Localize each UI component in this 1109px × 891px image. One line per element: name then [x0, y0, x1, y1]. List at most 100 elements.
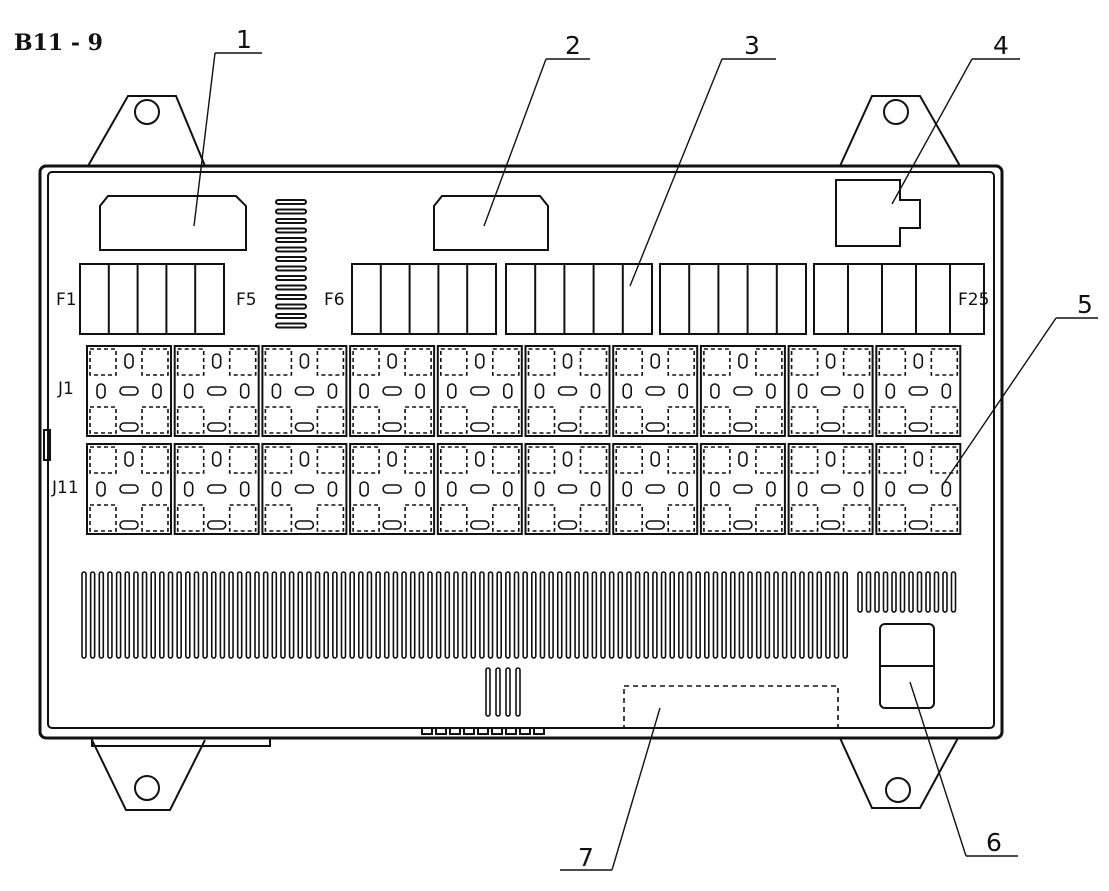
relay-pocket: [703, 406, 731, 434]
relay-pin-slot: [645, 520, 666, 530]
relay-pocket: [89, 406, 117, 434]
relay-pin-slot: [382, 520, 402, 530]
mount-lug-bottom-left: [91, 739, 206, 811]
relay-pocket: [790, 406, 819, 434]
relay-pocket: [878, 504, 907, 532]
relay-pin-slot: [211, 353, 222, 369]
relay-pin-slot: [733, 520, 753, 530]
relay-pin-slot: [294, 386, 315, 396]
fuse-label-f25: F25: [958, 290, 989, 310]
relay-pin-slot: [96, 383, 106, 399]
bottom-pin: [533, 727, 545, 735]
vent-slot: [600, 571, 606, 659]
relay-pocket: [842, 406, 871, 434]
fuse-block: [659, 263, 807, 335]
relay-pin-slot: [206, 422, 227, 432]
relay-pocket: [667, 446, 696, 474]
terminal-strip-slot: [275, 294, 307, 300]
vent-slot: [141, 571, 148, 659]
fuse-block: [351, 263, 497, 335]
terminal-strip-slot: [275, 199, 307, 205]
relay-pin-slot: [710, 481, 720, 497]
relay-pin-slot: [820, 386, 841, 396]
relay-pin-slot: [415, 481, 425, 497]
relay-pin-slot: [913, 353, 924, 369]
relay-pin-slot: [913, 451, 924, 467]
vent-slot-bottom: [515, 667, 521, 717]
terminal-strip-slot: [275, 313, 307, 319]
vent-slot: [703, 571, 710, 659]
vent-slot: [470, 571, 477, 659]
relay-pin-slot: [206, 520, 227, 530]
vent-slot: [124, 571, 131, 659]
mount-hole-top-right: [883, 99, 909, 125]
relay-pocket: [264, 406, 293, 434]
vent-slot: [185, 571, 191, 659]
vent-slot: [366, 571, 373, 659]
relay-pin-slot: [908, 484, 929, 494]
leader-line-3: [629, 58, 776, 287]
vent-slot: [634, 571, 641, 659]
fuse-block: [813, 263, 985, 335]
relay-pocket: [755, 406, 783, 434]
vent-slot: [453, 571, 459, 659]
relay-pin-slot: [590, 481, 601, 497]
relay-pin-slot: [557, 386, 578, 396]
relay-pin-slot: [124, 353, 134, 369]
relay-socket: [524, 443, 611, 535]
mount-hole-bottom-left: [134, 775, 160, 801]
vent-slot: [262, 571, 269, 659]
vent-slot: [401, 571, 407, 659]
relay-pin-slot: [733, 484, 753, 494]
relay-pocket: [316, 406, 345, 434]
terminal-strip-slot: [275, 322, 307, 329]
relay-pin-slot: [766, 481, 776, 497]
relay-pin-slot: [469, 422, 490, 432]
relay-pin-slot: [206, 386, 227, 396]
vent-slot: [375, 571, 381, 659]
relay-pocket: [667, 348, 696, 376]
relay-pocket: [491, 348, 520, 376]
relay-pin-slot: [119, 422, 139, 432]
relay-pocket: [264, 504, 293, 532]
vent-slot: [479, 571, 485, 659]
relay-pocket: [439, 504, 468, 532]
relay-pin-slot: [557, 484, 578, 494]
vent-slot-short: [916, 571, 923, 613]
relay-pocket: [527, 406, 556, 434]
relay-pin-slot: [387, 353, 397, 369]
bottom-pin: [435, 727, 447, 735]
vent-slots: [81, 571, 957, 729]
relay-pocket: [703, 348, 731, 376]
relay-pin-slot: [359, 481, 369, 497]
relay-socket: [875, 443, 962, 535]
relay-pocket: [842, 348, 871, 376]
bottom-pin: [421, 727, 433, 735]
mount-lug-bottom-right: [839, 737, 959, 809]
terminal-strip-slot: [275, 218, 307, 224]
vent-slot: [816, 571, 823, 659]
relay-pin-slot: [590, 383, 601, 399]
relay-pin-slot: [825, 451, 836, 467]
connector-plates: [99, 179, 921, 329]
relay-pin-slot: [645, 422, 666, 432]
relay-pin-slot: [415, 383, 425, 399]
relay-pocket: [141, 504, 169, 532]
vent-slot: [323, 571, 330, 659]
relay-pin-slot: [645, 484, 666, 494]
relay-pocket: [842, 446, 871, 474]
relay-pin-slot: [271, 383, 282, 399]
vent-slot: [167, 571, 174, 659]
relay-pin-slot: [382, 386, 402, 396]
vent-slot: [150, 571, 156, 659]
relay-pocket: [141, 348, 169, 376]
relay-pin-slot: [446, 383, 457, 399]
relay-pin-slot: [211, 451, 222, 467]
bottom-pin: [519, 727, 531, 735]
relay-socket: [524, 345, 611, 437]
vent-slot: [825, 571, 831, 659]
vent-slot: [297, 571, 304, 659]
relay-pin-slot: [678, 481, 689, 497]
vent-slot: [582, 571, 589, 659]
relay-pocket: [439, 406, 468, 434]
